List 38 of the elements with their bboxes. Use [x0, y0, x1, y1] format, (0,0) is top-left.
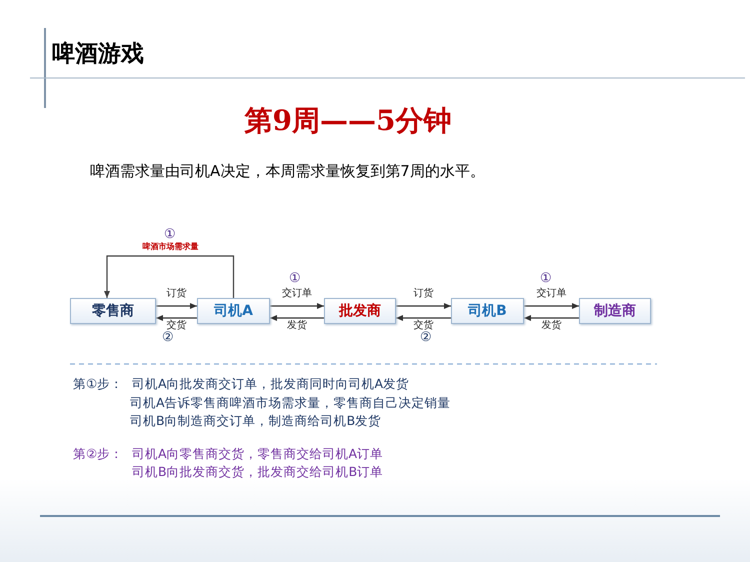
edge-label: 订货 — [166, 288, 188, 300]
step-heading: 第②步： — [73, 447, 124, 462]
step-text: 司机A向零售商交货，零售商交给司机A订单 — [132, 447, 384, 462]
step-number: ① — [164, 228, 176, 242]
step-number: ① — [540, 272, 552, 287]
process-box: 制造商 — [579, 298, 651, 324]
process-box: 司机B — [451, 298, 524, 324]
arrow — [156, 303, 197, 309]
process-box: 司机A — [197, 298, 270, 324]
step-text: 司机A向批发商交订单，批发商同时向司机A发货 — [132, 377, 410, 392]
step-heading: 第①步： — [73, 377, 124, 392]
edge-label: 订货 — [412, 288, 434, 300]
arrow — [396, 303, 451, 309]
step-number: ② — [420, 331, 432, 346]
edge-label: 发货 — [286, 320, 308, 332]
arrow — [156, 315, 197, 321]
step-number: ① — [289, 272, 301, 287]
edge-label: 交货 — [166, 320, 188, 332]
edge-label: 啤酒市场需求量 — [141, 241, 200, 253]
arrow — [524, 315, 579, 321]
step-number: ② — [162, 331, 174, 346]
arrow — [104, 255, 234, 298]
step-text: 司机B向批发商交货，批发商交给司机B订单 — [132, 465, 384, 480]
process-box: 批发商 — [324, 298, 396, 324]
subtitle: 啤酒需求量由司机A决定，本周需求量恢复到第7周的水平。 — [90, 163, 485, 180]
edge-label: 交订单 — [281, 288, 313, 300]
edge-label: 交货 — [412, 320, 434, 332]
step-text: 司机B向制造商交订单，制造商给司机B发货 — [130, 414, 382, 428]
page-title: 啤酒游戏 — [52, 39, 144, 69]
arrow — [270, 303, 324, 309]
step-text: 司机A告诉零售商啤酒市场需求量，零售商自己决定销量 — [130, 396, 451, 410]
edge-label: 发货 — [540, 320, 562, 332]
process-box: 零售商 — [70, 298, 156, 324]
arrow — [270, 315, 324, 321]
arrow — [396, 315, 451, 321]
edge-label: 交订单 — [536, 288, 568, 300]
arrow — [524, 303, 579, 309]
heading: 第9周——5分钟 — [244, 105, 452, 138]
